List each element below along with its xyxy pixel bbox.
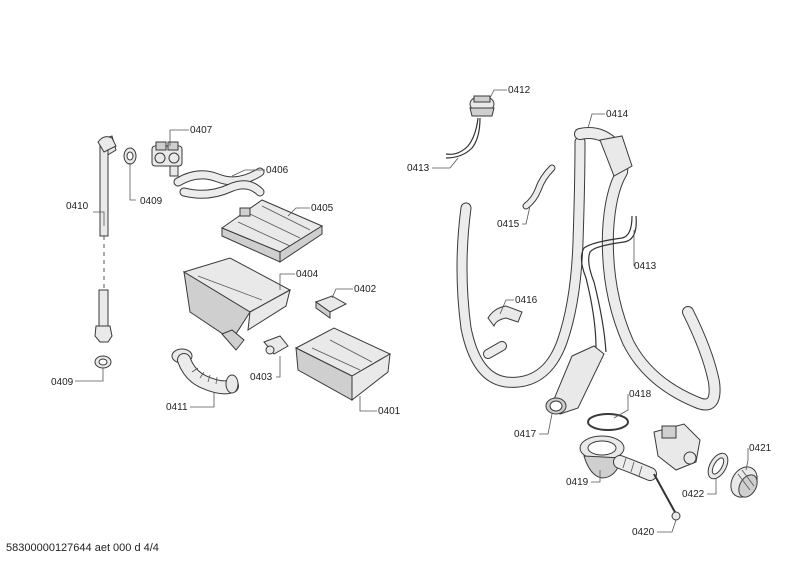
part-0411-bellows-hose xyxy=(171,348,239,395)
part-0405-dispenser-cover xyxy=(220,199,324,263)
part-0419-drain-funnel xyxy=(579,435,657,481)
label-0418: 0418 xyxy=(629,389,652,400)
label-0404: 0404 xyxy=(296,269,319,280)
part-0406-hoses xyxy=(173,167,265,199)
part-0418-clamp-ring xyxy=(587,413,629,431)
part-0417-sump-pipe xyxy=(545,345,605,415)
label-0414: 0414 xyxy=(606,109,629,120)
part-0409-seal-ring-top xyxy=(123,147,137,165)
label-0402: 0402 xyxy=(354,284,377,295)
label-0413-right: 0413 xyxy=(634,261,657,272)
part-0412-pressure-switch xyxy=(469,95,495,117)
part-0416-drain-hose xyxy=(456,136,586,388)
part-0407-solenoid-valve xyxy=(151,141,183,177)
label-0401: 0401 xyxy=(378,406,401,417)
part-0413-wire-right xyxy=(580,215,637,353)
part-0421-pump-filter xyxy=(730,466,758,498)
label-0415: 0415 xyxy=(497,219,520,230)
label-0421: 0421 xyxy=(749,443,772,454)
part-drain-pump xyxy=(653,423,701,471)
part-0410-inlet-pipe xyxy=(94,135,117,343)
label-0409-bottom: 0409 xyxy=(51,377,74,388)
part-0413-wire-top xyxy=(445,117,481,159)
label-0412: 0412 xyxy=(508,85,531,96)
label-0413-top: 0413 xyxy=(407,163,430,174)
label-0405: 0405 xyxy=(311,203,334,214)
leader-lines xyxy=(75,89,749,533)
label-0407: 0407 xyxy=(190,125,213,136)
part-labels: 0410 0409 0407 0406 0405 0404 0402 0409 … xyxy=(51,85,772,538)
label-0420: 0420 xyxy=(632,527,655,538)
label-0410: 0410 xyxy=(66,201,89,212)
part-0420-sensor-rod xyxy=(653,473,681,521)
label-0403: 0403 xyxy=(250,372,273,383)
document-footer-id: 58300000127644 aet 000 d 4/4 xyxy=(6,542,159,554)
label-0422: 0422 xyxy=(682,489,705,500)
label-0417: 0417 xyxy=(514,429,537,440)
label-0406: 0406 xyxy=(266,165,289,176)
label-0409-top: 0409 xyxy=(140,196,163,207)
label-0419: 0419 xyxy=(566,477,589,488)
part-0422-seal xyxy=(707,452,729,480)
part-0409-seal-ring-bottom xyxy=(94,355,112,369)
part-0402-cover-plate xyxy=(314,295,348,319)
label-0411: 0411 xyxy=(166,402,188,413)
part-0415-short-tube xyxy=(522,164,556,210)
part-0404-dispenser-housing xyxy=(182,257,292,351)
part-0414-corrugated-hose xyxy=(574,127,721,411)
part-0403-clip xyxy=(263,335,289,355)
label-0416: 0416 xyxy=(515,295,538,306)
part-0401-detergent-drawer xyxy=(294,327,392,402)
